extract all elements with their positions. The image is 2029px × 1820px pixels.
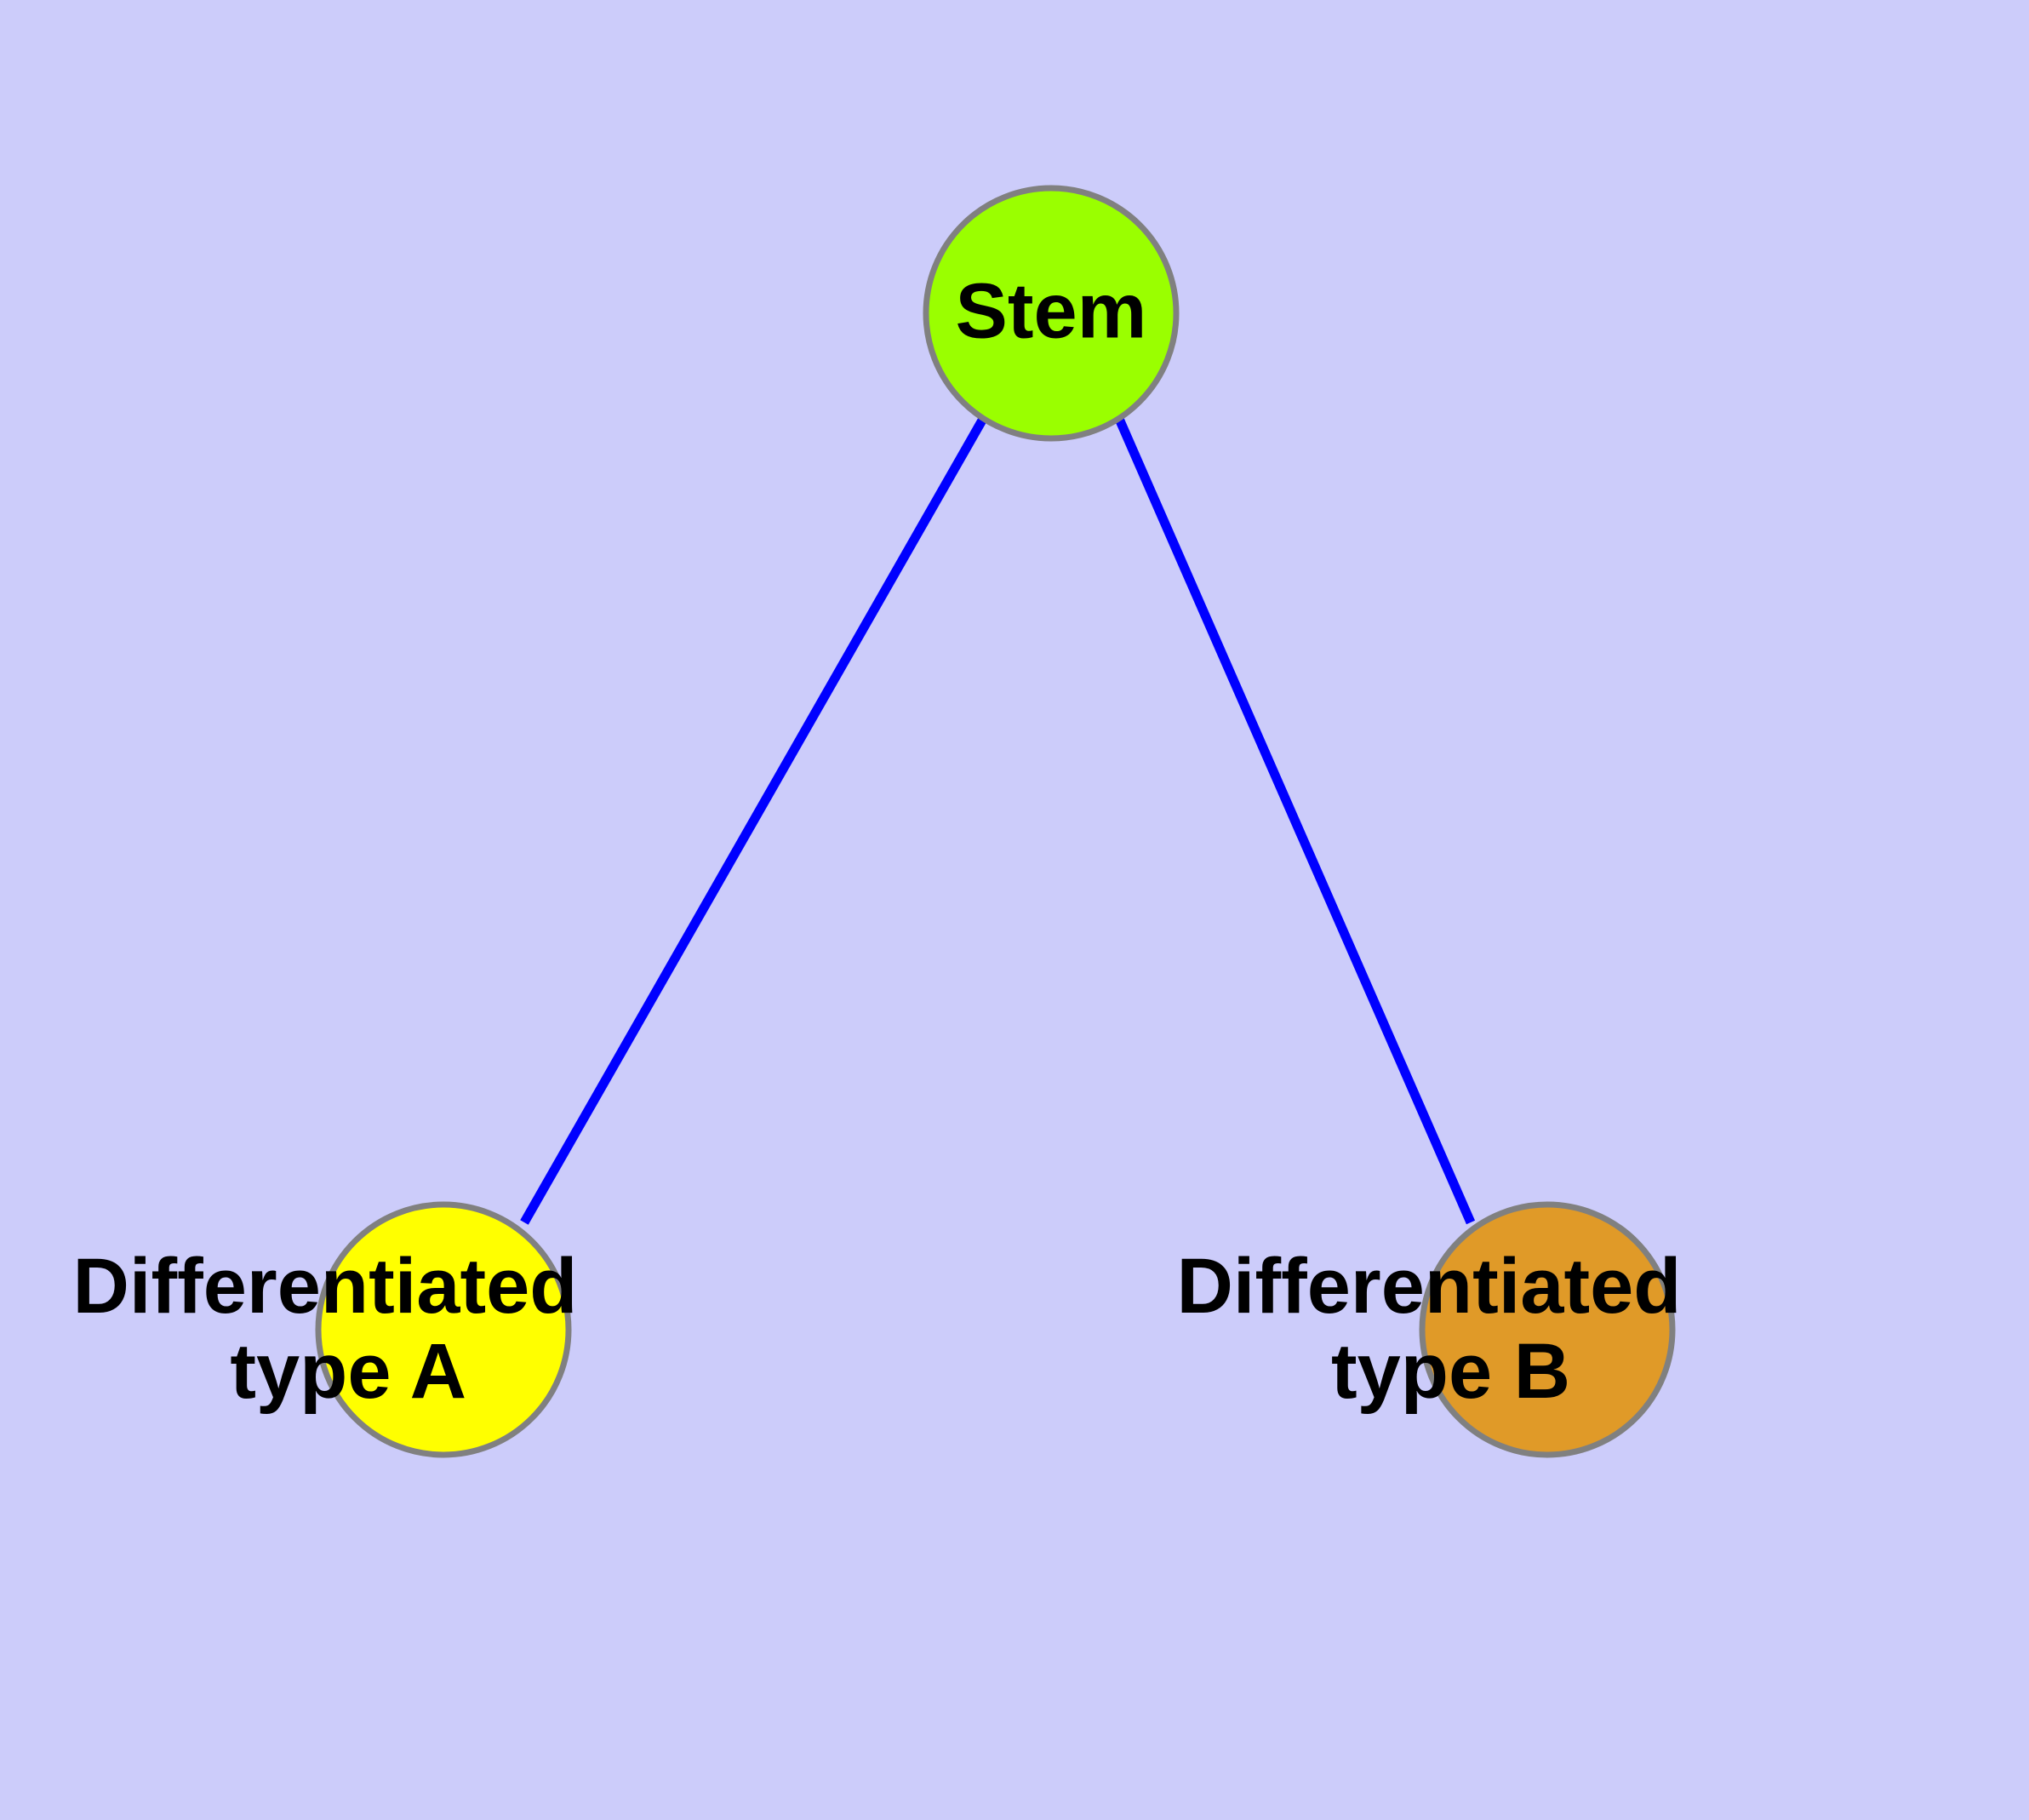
node-diff-a-label: Differentiated type A — [72, 1243, 773, 1415]
node-diff-b-label: Differentiated type B — [1176, 1243, 1877, 1415]
edge-stem-to-diff-a[interactable] — [520, 416, 987, 1225]
edge-stem-to-diff-b[interactable] — [1114, 416, 1476, 1225]
node-diff-a-label-line-2: type A — [230, 1328, 465, 1415]
node-diff-a-circle[interactable] — [315, 1201, 572, 1458]
edge-layer — [520, 416, 1476, 1225]
node-diff-a-label-line-1: Differentiated — [72, 1243, 577, 1330]
node-diff-b-circle[interactable] — [1419, 1201, 1676, 1458]
node-layer: Stem — [315, 185, 1676, 1458]
node-diff-b[interactable] — [1419, 1201, 1676, 1458]
node-diff-b-label-line-1: Differentiated — [1176, 1243, 1681, 1330]
node-stem[interactable]: Stem — [923, 185, 1180, 442]
node-stem-label: Stem — [956, 267, 1147, 354]
node-label-layer: Differentiated type A Differentiated typ… — [72, 1243, 1877, 1415]
node-diff-a[interactable] — [315, 1201, 572, 1458]
node-stem-circle[interactable] — [923, 185, 1180, 442]
node-diff-b-label-line-2: type B — [1331, 1328, 1570, 1415]
